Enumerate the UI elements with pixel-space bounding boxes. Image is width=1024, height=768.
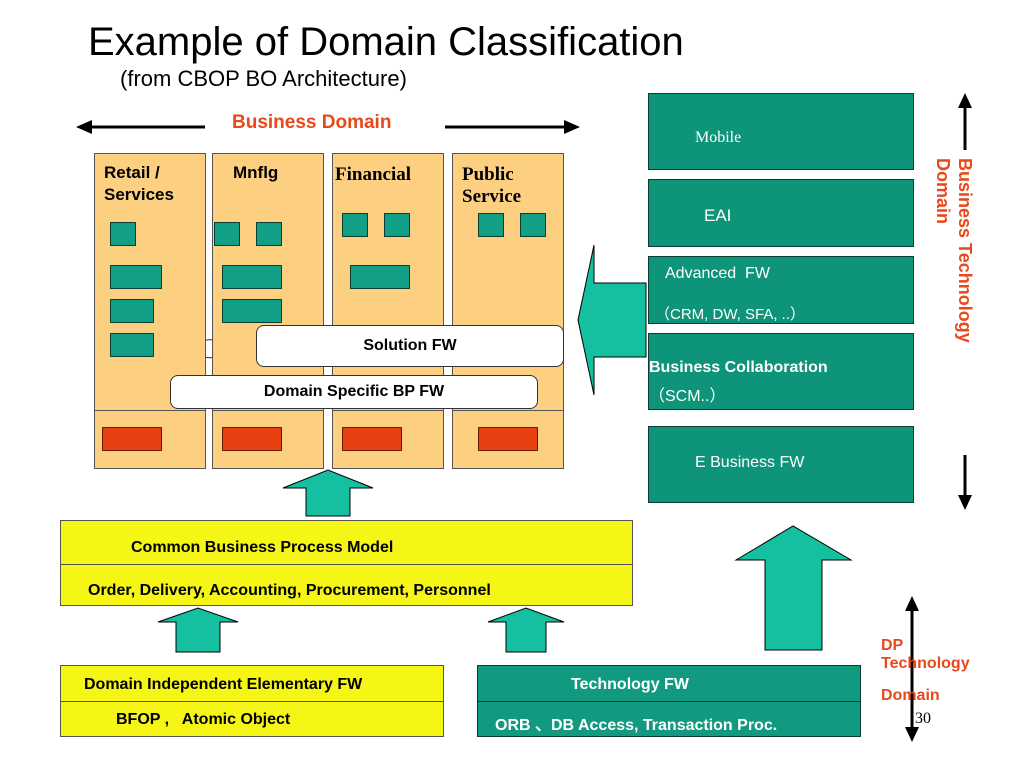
column-public-service: Public Service bbox=[452, 153, 564, 469]
business-collaboration-box: Business Collaboration （SCM..） bbox=[648, 333, 914, 410]
common-model-divider bbox=[61, 564, 632, 565]
domain-bp-box bbox=[102, 427, 162, 451]
domain-bp-box bbox=[342, 427, 402, 451]
dp-technology-domain-line1: DP bbox=[881, 637, 904, 654]
domain-specific-bp-fw-callout: Domain Specific BP FW bbox=[170, 375, 538, 409]
technology-fw: Technology FW ORB 、DB Access, Transactio… bbox=[477, 665, 861, 737]
business-domain-label: Business Domain bbox=[232, 112, 392, 133]
domain-bp-box bbox=[478, 427, 538, 451]
component-box bbox=[350, 265, 410, 289]
component-box bbox=[256, 222, 282, 246]
advanced-fw-items: （CRM, DW, SFA, ..） bbox=[655, 306, 806, 323]
business-technology-domain-label-line2: Domain bbox=[933, 158, 953, 225]
domain-independent-title: Domain Independent Elementary FW bbox=[84, 676, 363, 693]
component-box bbox=[478, 213, 504, 237]
business-collaboration-title: Business Collaboration bbox=[649, 359, 828, 376]
e-business-fw-label: E Business FW bbox=[695, 454, 805, 471]
page-title: Example of Domain Classification bbox=[88, 20, 684, 64]
column-divider bbox=[332, 410, 444, 411]
component-box bbox=[222, 299, 282, 323]
column-label-mnflg: Mnflg bbox=[233, 163, 279, 182]
common-business-process-model: Common Business Process Model Order, Del… bbox=[60, 520, 633, 606]
column-divider bbox=[212, 410, 324, 411]
eai-label: EAI bbox=[704, 206, 732, 225]
domain-independent-items: BFOP , Atomic Object bbox=[116, 711, 291, 728]
e-business-fw-box: E Business FW bbox=[648, 426, 914, 503]
component-box bbox=[520, 213, 546, 237]
business-collaboration-items: （SCM..） bbox=[649, 388, 726, 405]
technology-fw-divider bbox=[478, 701, 860, 702]
advanced-fw-title: Advanced FW bbox=[665, 265, 770, 282]
common-model-title: Common Business Process Model bbox=[131, 539, 394, 556]
mobile-box: Mobile bbox=[648, 93, 914, 170]
dp-technology-domain-line2: Technology bbox=[881, 655, 970, 672]
domain-bp-box bbox=[222, 427, 282, 451]
page-subtitle: (from CBOP BO Architecture) bbox=[120, 66, 407, 91]
column-label-retail: Retail / Services bbox=[104, 163, 174, 204]
page-number: 30 bbox=[915, 710, 931, 727]
column-divider bbox=[452, 410, 564, 411]
component-box bbox=[342, 213, 368, 237]
business-technology-domain-label: Business Technology bbox=[955, 158, 975, 343]
solution-fw-callout: Solution FW bbox=[256, 325, 564, 367]
component-box bbox=[214, 222, 240, 246]
mobile-label: Mobile bbox=[695, 129, 742, 146]
component-box bbox=[110, 265, 162, 289]
component-box bbox=[222, 265, 282, 289]
component-box bbox=[110, 222, 136, 246]
column-label-public-service: Public Service bbox=[462, 164, 522, 207]
component-box bbox=[110, 299, 154, 323]
common-model-items: Order, Delivery, Accounting, Procurement… bbox=[88, 582, 491, 599]
column-financial: Financial bbox=[332, 153, 444, 469]
advanced-fw-box: Advanced FW （CRM, DW, SFA, ..） bbox=[648, 256, 914, 324]
technology-fw-title: Technology FW bbox=[571, 676, 689, 693]
column-divider bbox=[94, 410, 206, 411]
component-box bbox=[384, 213, 410, 237]
component-box bbox=[110, 333, 154, 357]
eai-box: EAI bbox=[648, 179, 914, 247]
column-label-financial: Financial bbox=[335, 164, 412, 185]
technology-fw-items: ORB 、DB Access, Transaction Proc. bbox=[495, 717, 778, 734]
dp-technology-domain-line3: Domain bbox=[881, 687, 940, 704]
domain-independent-elementary-fw: Domain Independent Elementary FW BFOP , … bbox=[60, 665, 444, 737]
domain-independent-divider bbox=[61, 701, 443, 702]
